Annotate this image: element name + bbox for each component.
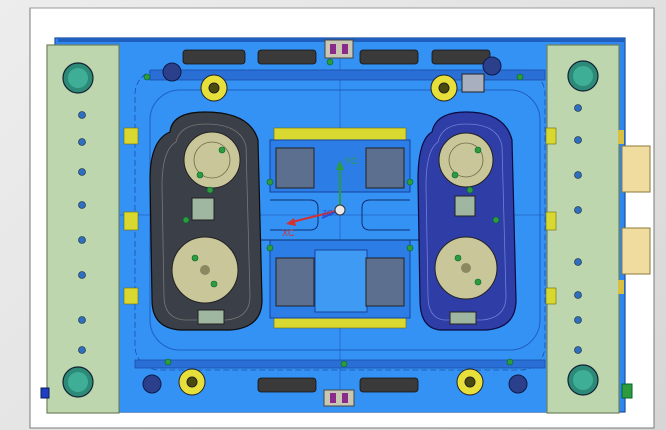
cooling-plug-icon	[142, 56, 528, 396]
slider-strips	[123, 127, 557, 329]
bottom-ejector-slots	[134, 359, 546, 393]
axis-label-y: YC	[345, 156, 358, 166]
corner-connector-left	[40, 387, 50, 399]
top-ejector-slots	[149, 49, 546, 81]
left-cavity	[149, 111, 263, 331]
side-block-upper	[621, 145, 651, 193]
left-guide-plate	[46, 44, 120, 414]
axis-label-z: ZC	[322, 209, 333, 218]
bottom-clamp-block	[323, 389, 355, 407]
right-guide-plate	[546, 44, 620, 414]
right-cavity	[417, 111, 517, 331]
side-block-lower	[621, 227, 651, 275]
axis-label-x: XC	[282, 228, 295, 238]
axis-triad-icon: YC XC ZC	[282, 156, 358, 238]
top-clamp-block	[324, 39, 354, 59]
locating-pins	[143, 58, 524, 368]
ejector-hole-icon	[78, 111, 86, 119]
corner-connector-right	[621, 383, 633, 399]
mold-plate	[54, 37, 626, 413]
